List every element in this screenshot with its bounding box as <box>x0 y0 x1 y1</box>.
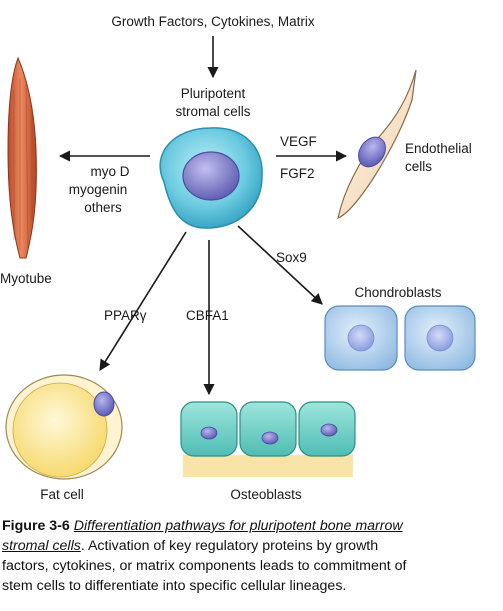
osteoblast-nucleus-2 <box>261 431 279 445</box>
inputs-label: Growth Factors, Cytokines, Matrix <box>111 14 315 29</box>
fat-factor: PPARγ <box>104 308 147 323</box>
fat-label: Fat cell <box>40 487 84 502</box>
caption-title-line2: stromal cells <box>2 538 81 554</box>
osteoblast-cell-2 <box>239 401 297 457</box>
endothelial-nucleus <box>358 136 386 168</box>
myotube-factor-2: myogenin <box>69 182 128 197</box>
chondro-arrow <box>237 225 323 305</box>
caption-line-3: factors, cytokines, or matrix components… <box>2 558 407 574</box>
caption-title-line1: Differentiation pathways for pluripotent… <box>73 518 403 534</box>
caption-line-4: stem cells to differentiate into specifi… <box>2 578 347 594</box>
osteo-factor: CBFA1 <box>186 308 229 323</box>
chondroblast-cell-2 <box>404 305 476 371</box>
figure-caption: Figure 3-6 Differentiation pathways for … <box>2 516 502 611</box>
caption-line-1: Figure 3-6 Differentiation pathways for … <box>2 516 502 536</box>
endothelial-factor-1: VEGF <box>280 134 317 149</box>
chondro-label: Chondroblasts <box>354 285 441 300</box>
osteoblast-nucleus-1 <box>200 426 218 440</box>
fat-cell-nucleus <box>93 391 115 417</box>
fat-arrow <box>99 231 187 371</box>
caption-text-line2: . Activation of key regulatory proteins … <box>80 538 379 554</box>
chondroblast-nucleus-2 <box>426 324 454 352</box>
fat-droplet <box>12 382 108 478</box>
fat-cell <box>5 374 123 480</box>
chondroblast-nucleus-1 <box>347 324 375 352</box>
bone-matrix <box>183 455 353 477</box>
caption-line-2: stromal cells. Activation of key regulat… <box>2 536 502 556</box>
osteo-label: Osteoblasts <box>230 487 302 502</box>
endothelial-label-line2: cells <box>405 159 432 174</box>
endothelial-cell <box>337 69 417 219</box>
center-label-line1: Pluripotent <box>181 86 246 101</box>
stem-cell-nucleus <box>182 151 240 201</box>
chondro-factor: Sox9 <box>276 250 307 265</box>
osteoblast-nucleus-3 <box>320 423 338 437</box>
osteoblast-layer <box>180 401 356 477</box>
endothelial-label-line1: Endothelial <box>405 141 472 156</box>
myotube-cell <box>7 56 37 259</box>
differentiation-diagram: Growth Factors, Cytokines, Matrix Plurip… <box>0 14 476 502</box>
myotube-label: Myotube <box>0 271 52 286</box>
myotube-factor-3: others <box>84 200 122 215</box>
myotube-factor-1: myo D <box>90 164 129 179</box>
center-label-line2: stromal cells <box>175 104 250 119</box>
endothelial-factor-2: FGF2 <box>280 166 315 181</box>
pluripotent-stromal-cell <box>159 127 263 229</box>
caption-figure-label: Figure 3-6 <box>2 518 70 534</box>
chondroblast-cell-1 <box>324 305 398 371</box>
